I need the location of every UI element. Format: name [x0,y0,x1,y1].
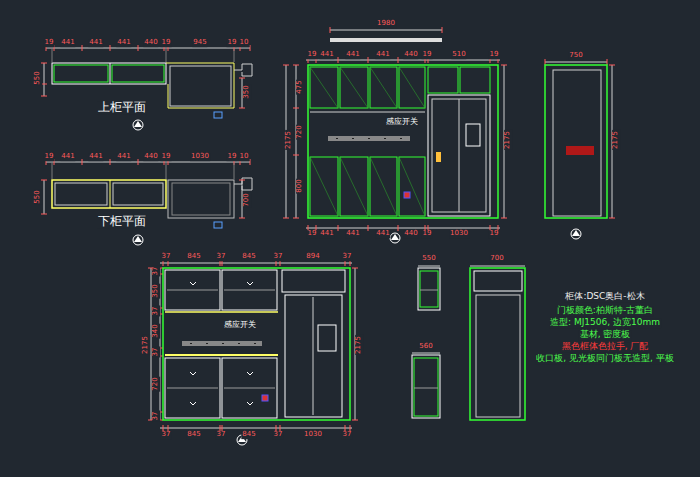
dimension-text: 845 [241,253,256,261]
dimension-text: 2175 [504,130,512,150]
dimension-text: 1030 [190,153,210,161]
dimension-text: 37 [161,253,172,261]
dimension-text: 19 [227,153,238,161]
dimension-text: 441 [60,153,75,161]
dimension-text: 10 [239,39,250,47]
dimension-text: 19 [422,51,433,59]
note-text: 黑色框体色拉手, 厂配 [561,342,650,352]
dimension-text: 1980 [376,20,396,28]
dimension-text: 37 [152,411,160,422]
dimension-text: 441 [319,230,334,238]
dimension-text: 19 [307,51,318,59]
dimension-text: 37 [161,431,172,439]
dimension-text: 441 [116,153,131,161]
dimension-text: 441 [345,230,360,238]
dimension-text: 441 [88,39,103,47]
dimension-text: 550 [34,70,42,85]
dimension-text: 440 [143,39,158,47]
dimension-text: 1030 [449,230,469,238]
dimension-text: 2175 [612,130,620,150]
dimension-text: 37 [152,306,160,317]
dimension-text: 37 [152,266,160,277]
dimension-text: 441 [60,39,75,47]
note-text: 门板颜色:柏斯特-古董白 [556,306,654,316]
dimension-text: 845 [241,431,256,439]
dimension-text: 37 [216,253,227,261]
dimension-text: 340 [152,323,160,338]
dimension-text: 440 [403,230,418,238]
dimension-text: 37 [342,431,353,439]
dimension-text: 720 [152,376,160,391]
dimension-text: 441 [375,230,390,238]
dimension-text: 560 [418,343,433,351]
dimension-text: 475 [296,79,304,94]
note-text: 柜体:DSC奥白-松木 [564,292,645,302]
dimension-text: 350 [152,283,160,298]
dimension-text: 19 [422,230,433,238]
view-title: 下柜平面 [97,215,147,228]
dimension-text: 2175 [142,335,150,355]
dimension-text: 19 [489,230,500,238]
dimension-text: 37 [216,431,227,439]
switch-label: 感应开关 [223,321,257,330]
dimension-text: 441 [88,153,103,161]
dimension-text: 2175 [285,130,293,150]
dimension-text: 700 [489,255,504,263]
dimension-text: 800 [296,178,304,193]
dimension-text: 37 [152,347,160,358]
dimension-text: 550 [34,189,42,204]
dimension-text: 19 [44,39,55,47]
dimension-text: 845 [186,431,201,439]
note-text: 造型: MJ1506, 边宽10mm [549,318,661,328]
dimension-text: 440 [403,51,418,59]
dimension-text: 19 [489,51,500,59]
dimension-text: 894 [305,253,320,261]
switch-label: 感应开关 [385,118,419,127]
dimension-text: 10 [239,153,250,161]
dimension-text: 19 [161,153,172,161]
dimension-text: 440 [143,153,158,161]
note-text: 收口板, 见光板同门板无造型, 平板 [535,354,674,364]
dimension-text: 19 [307,230,318,238]
dimension-text: 945 [192,39,207,47]
dimension-text: 37 [342,253,353,261]
dimension-text: 441 [319,51,334,59]
dimension-text: 37 [273,431,284,439]
dimension-text: 2175 [355,335,363,355]
view-title: 上柜平面 [97,101,147,114]
dimension-text: 19 [227,39,238,47]
dimension-text: 510 [451,51,466,59]
dimension-text: 441 [345,51,360,59]
dimension-text: 720 [296,124,304,139]
dimension-text: 350 [243,84,251,99]
dimension-text: 750 [568,52,583,60]
dimension-text: 19 [161,39,172,47]
note-text: 基材, 密度板 [579,330,632,340]
dimension-text: 550 [421,255,436,263]
dimension-text: 700 [243,192,251,207]
dimension-text: 441 [116,39,131,47]
dimension-text: 1030 [303,431,323,439]
dimension-text: 845 [186,253,201,261]
dimension-text: 19 [44,153,55,161]
dimension-text: 441 [375,51,390,59]
dimension-text: 37 [273,253,284,261]
